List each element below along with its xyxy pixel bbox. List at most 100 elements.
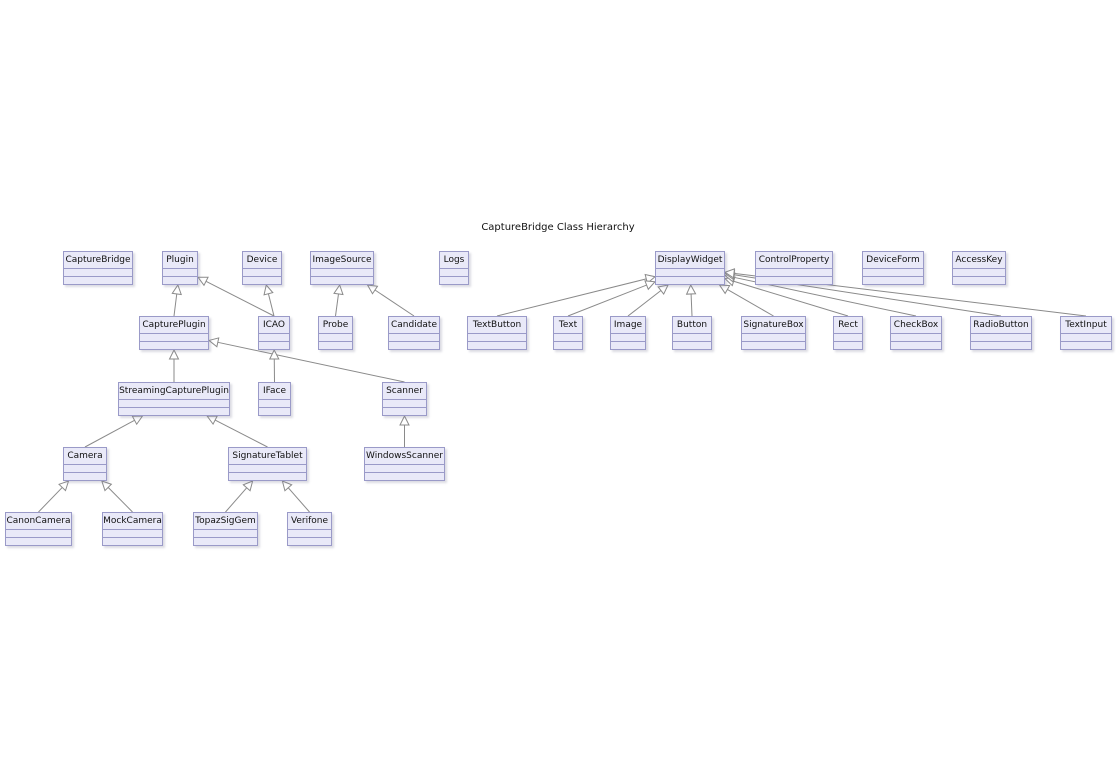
- attributes-compartment: [834, 333, 862, 341]
- inheritance-edge-text-to-displaywidget: [567, 280, 657, 317]
- methods-compartment: [140, 341, 208, 349]
- attributes-compartment: [163, 268, 197, 276]
- class-node-logs: Logs: [439, 251, 469, 285]
- methods-compartment: [953, 276, 1005, 284]
- class-node-verifone: Verifone: [287, 512, 332, 546]
- methods-compartment: [319, 341, 352, 349]
- class-name-label: CanonCamera: [6, 516, 71, 526]
- class-name-label: RadioButton: [973, 320, 1029, 330]
- methods-compartment: [468, 341, 526, 349]
- class-node-signaturebox: SignatureBox: [741, 316, 806, 350]
- hollow-triangle-arrowhead: [644, 280, 657, 291]
- class-node-textinput: TextInput: [1060, 316, 1112, 350]
- hollow-triangle-arrowhead: [399, 414, 410, 426]
- methods-compartment: [194, 537, 257, 545]
- class-name-label: Scanner: [386, 386, 423, 396]
- methods-compartment: [259, 407, 290, 415]
- hollow-triangle-arrowhead: [171, 283, 182, 296]
- hollow-triangle-arrowhead: [366, 284, 379, 295]
- inheritance-edge-candidate-to-imagesource: [366, 284, 415, 317]
- class-node-accesskey: AccessKey: [952, 251, 1006, 285]
- attributes-compartment: [383, 399, 426, 407]
- diagram-title: CaptureBridge Class Hierarchy: [481, 222, 635, 233]
- hollow-triangle-arrowhead: [263, 283, 274, 296]
- attributes-compartment: [119, 399, 229, 407]
- attributes-compartment: [64, 268, 132, 276]
- methods-compartment: [863, 276, 923, 284]
- inheritance-edge-textbutton-to-displaywidget: [496, 273, 657, 317]
- class-node-deviceform: DeviceForm: [862, 251, 924, 285]
- hollow-triangle-arrowhead: [206, 415, 218, 426]
- attributes-compartment: [440, 268, 468, 276]
- attributes-compartment: [194, 529, 257, 537]
- inheritance-edge-icao-to-device: [263, 283, 275, 317]
- class-name-label: WindowsScanner: [366, 451, 443, 461]
- class-node-candidate: Candidate: [388, 316, 440, 350]
- methods-compartment: [365, 472, 444, 480]
- methods-compartment: [756, 276, 832, 284]
- class-name-label: MockCamera: [103, 516, 162, 526]
- attributes-compartment: [259, 333, 289, 341]
- inheritance-edge-windowsscanner-to-scanner: [399, 414, 410, 447]
- class-node-scanner: Scanner: [382, 382, 427, 416]
- hollow-triangle-arrowhead: [268, 348, 280, 360]
- attributes-compartment: [611, 333, 645, 341]
- class-name-label: Logs: [443, 255, 465, 265]
- class-name-label: TextButton: [472, 320, 522, 330]
- class-node-radiobutton: RadioButton: [970, 316, 1032, 350]
- class-node-probe: Probe: [318, 316, 353, 350]
- inheritance-edge-captureplugin-to-plugin: [171, 283, 182, 317]
- hollow-triangle-arrowhead: [281, 480, 293, 492]
- attributes-compartment: [243, 268, 281, 276]
- attributes-compartment: [756, 268, 832, 276]
- class-node-mockcamera: MockCamera: [102, 512, 163, 546]
- class-node-device: Device: [242, 251, 282, 285]
- attributes-compartment: [311, 268, 373, 276]
- methods-compartment: [288, 537, 331, 545]
- attributes-compartment: [140, 333, 208, 341]
- inheritance-edge-mockcamera-to-camera: [101, 480, 133, 513]
- class-name-label: CaptureBridge: [65, 255, 131, 265]
- class-node-streamingcaptureplugin: StreamingCapturePlugin: [118, 382, 230, 416]
- class-node-canoncamera: CanonCamera: [5, 512, 72, 546]
- class-node-button: Button: [672, 316, 712, 350]
- class-node-capturebridge: CaptureBridge: [63, 251, 133, 285]
- attributes-compartment: [971, 333, 1031, 341]
- methods-compartment: [64, 472, 106, 480]
- inheritance-edge-probe-to-imagesource: [333, 283, 344, 317]
- class-name-label: SignatureBox: [743, 320, 804, 330]
- class-node-icao: ICAO: [258, 316, 290, 350]
- hollow-triangle-arrowhead: [58, 480, 70, 492]
- attributes-compartment: [229, 464, 306, 472]
- attributes-compartment: [319, 333, 352, 341]
- class-name-label: AccessKey: [955, 255, 1003, 265]
- methods-compartment: [891, 341, 941, 349]
- inheritance-edge-image-to-displaywidget: [627, 284, 669, 317]
- attributes-compartment: [656, 268, 724, 276]
- methods-compartment: [742, 341, 805, 349]
- class-name-label: TextInput: [1065, 320, 1107, 330]
- class-name-label: Verifone: [290, 516, 329, 526]
- class-node-displaywidget: DisplayWidget: [655, 251, 725, 285]
- hollow-triangle-arrowhead: [242, 480, 254, 492]
- inheritance-edge-iface-to-icao: [268, 348, 280, 383]
- class-name-label: StreamingCapturePlugin: [119, 386, 229, 396]
- methods-compartment: [119, 407, 229, 415]
- class-node-windowsscanner: WindowsScanner: [364, 447, 445, 481]
- class-node-rect: Rect: [833, 316, 863, 350]
- attributes-compartment: [365, 464, 444, 472]
- class-name-label: Image: [613, 320, 643, 330]
- methods-compartment: [243, 276, 281, 284]
- class-name-label: CheckBox: [893, 320, 939, 330]
- class-node-signaturetablet: SignatureTablet: [228, 447, 307, 481]
- class-name-label: Probe: [322, 320, 349, 330]
- hollow-triangle-arrowhead: [207, 337, 220, 348]
- class-name-label: ImageSource: [312, 255, 372, 265]
- class-name-label: SignatureTablet: [232, 451, 303, 461]
- methods-compartment: [103, 537, 162, 545]
- methods-compartment: [259, 341, 289, 349]
- class-name-label: ICAO: [262, 320, 286, 330]
- methods-compartment: [6, 537, 71, 545]
- class-name-label: ControlProperty: [758, 255, 830, 265]
- hollow-triangle-arrowhead: [197, 276, 209, 287]
